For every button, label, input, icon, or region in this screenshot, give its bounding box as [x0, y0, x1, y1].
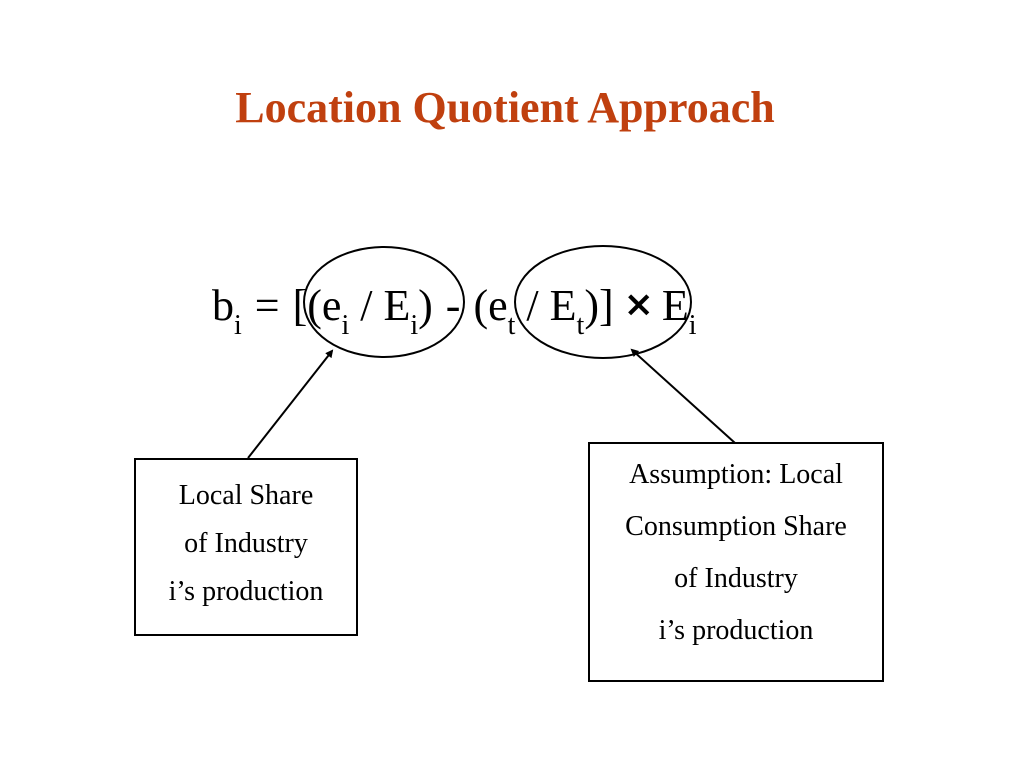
formula-open-paren-2: ( — [473, 281, 489, 330]
formula-slash-2: / — [526, 281, 539, 330]
formula: bi = [(ei / Ei) - (et / Et)]×Ei — [212, 276, 696, 342]
right-arrow — [630, 348, 736, 444]
assumption-callout: Assumption: Local Consumption Share of I… — [588, 442, 884, 682]
formula-b: b — [212, 281, 234, 330]
callout-line: of Industry — [674, 563, 798, 594]
formula-local-total-subscript: i — [410, 310, 419, 341]
local-share-callout: Local Share of Industry i’s production — [134, 458, 358, 636]
formula-national-employment-subscript: t — [507, 310, 516, 341]
formula-local-employment-subscript: i — [341, 310, 350, 341]
callout-line: Local Share — [178, 480, 314, 511]
callout-line: Consumption Share — [625, 511, 847, 542]
formula-b-subscript: i — [234, 310, 242, 341]
formula-local-total: E — [383, 281, 411, 330]
formula-equals: = — [254, 281, 280, 330]
slide-title: Location Quotient Approach — [235, 83, 775, 132]
formula-close-paren-1: ) — [418, 281, 433, 330]
formula-minus: - — [445, 281, 461, 330]
formula-multiplier: E — [661, 281, 689, 330]
formula-national-total-subscript: t — [576, 310, 585, 341]
formula-times-sign: × — [623, 284, 654, 325]
formula-close-bracket: )] — [584, 281, 614, 330]
formula-slash-1: / — [360, 281, 373, 330]
callout-line: i’s production — [658, 615, 814, 646]
callout-line: i’s production — [168, 576, 324, 607]
formula-national-total: E — [549, 281, 577, 330]
callout-line: Assumption: Local — [629, 459, 843, 490]
formula-national-employment: e — [488, 281, 508, 330]
formula-multiplier-subscript: i — [688, 310, 697, 341]
left-arrow — [247, 349, 334, 459]
formula-local-employment: e — [321, 281, 342, 330]
callout-line: of Industry — [184, 528, 308, 559]
formula-open-bracket: [( — [292, 281, 322, 330]
